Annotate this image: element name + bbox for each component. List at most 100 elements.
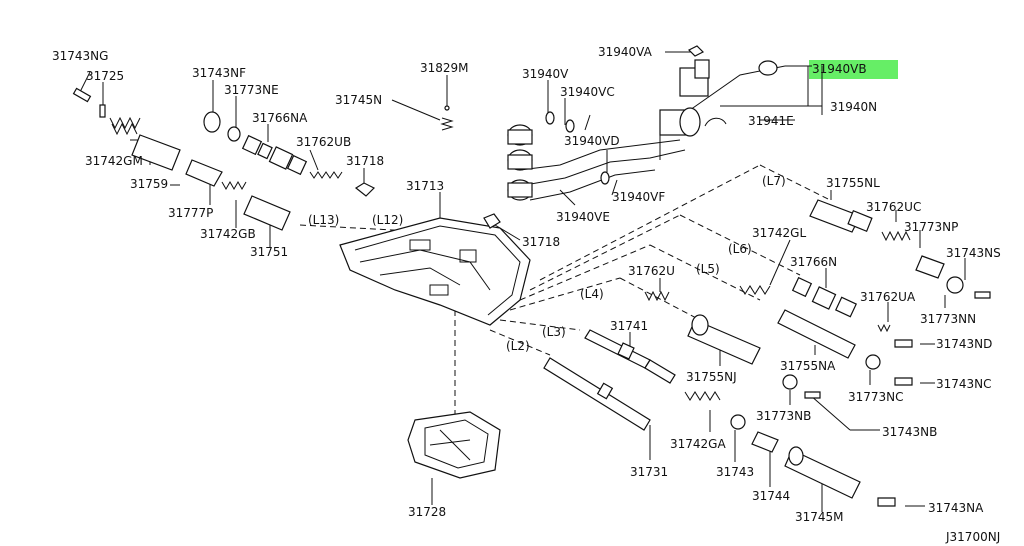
label-31743NC[interactable]: 31743NC xyxy=(936,377,992,391)
label-31743NA[interactable]: 31743NA xyxy=(928,501,984,515)
label-L13: (L13) xyxy=(308,213,339,227)
label-31829M[interactable]: 31829M xyxy=(420,61,469,75)
part-31742GL[interactable] xyxy=(739,285,771,295)
part-31755NL[interactable] xyxy=(809,199,873,233)
label-31755NL[interactable]: 31755NL xyxy=(826,176,880,190)
part-31773NC[interactable] xyxy=(865,354,881,370)
part-31743NC[interactable] xyxy=(894,377,913,386)
part-31743NS[interactable] xyxy=(974,291,991,299)
part-31718-lower[interactable] xyxy=(483,213,501,229)
label-31766N[interactable]: 31766N xyxy=(790,255,837,269)
label-31743NF[interactable]: 31743NF xyxy=(192,66,246,80)
label-31742GB[interactable]: 31742GB xyxy=(200,227,256,241)
part-31742GA[interactable] xyxy=(684,391,721,401)
part-31762U[interactable] xyxy=(644,290,670,302)
label-31762UB[interactable]: 31762UB xyxy=(296,135,351,149)
label-31728[interactable]: 31728 xyxy=(408,505,446,519)
label-31940VE[interactable]: 31940VE xyxy=(556,210,610,224)
label-31741[interactable]: 31741 xyxy=(610,319,648,333)
label-31766NA[interactable]: 31766NA xyxy=(252,111,308,125)
label-31777P[interactable]: 31777P xyxy=(168,206,213,220)
label-31718-upper[interactable]: 31718 xyxy=(346,154,384,168)
part-31755NA[interactable] xyxy=(777,309,856,359)
part-31745M[interactable] xyxy=(784,446,861,499)
part-31759[interactable] xyxy=(131,134,181,171)
part-31940VF-oring[interactable] xyxy=(600,171,610,185)
part-31741[interactable] xyxy=(584,329,676,384)
label-31773NC[interactable]: 31773NC xyxy=(848,390,904,404)
label-31755NA[interactable]: 31755NA xyxy=(780,359,836,373)
label-31773NB[interactable]: 31773NB xyxy=(756,409,811,423)
label-31745M[interactable]: 31745M xyxy=(795,510,844,524)
part-31940VB[interactable] xyxy=(758,60,778,76)
part-31743NF[interactable] xyxy=(203,111,221,133)
part-31755NJ[interactable] xyxy=(687,314,761,365)
label-31940VA[interactable]: 31940VA xyxy=(598,45,653,59)
label-31742GL[interactable]: 31742GL xyxy=(752,226,806,240)
label-31941E[interactable]: 31941E xyxy=(748,114,794,128)
part-31743NB[interactable] xyxy=(804,391,821,399)
part-31744[interactable] xyxy=(751,431,779,453)
label-31725[interactable]: 31725 xyxy=(86,69,124,83)
label-31744[interactable]: 31744 xyxy=(752,489,790,503)
label-31718-lower[interactable]: 31718 xyxy=(522,235,560,249)
part-31766N[interactable] xyxy=(791,276,858,318)
label-31743ND[interactable]: 31743ND xyxy=(936,337,992,351)
part-31745N[interactable] xyxy=(440,117,454,131)
label-31773NE[interactable]: 31773NE xyxy=(224,83,279,97)
label-31759[interactable]: 31759 xyxy=(130,177,168,191)
label-31762U[interactable]: 31762U xyxy=(628,264,675,278)
label-31940VC[interactable]: 31940VC xyxy=(560,85,615,99)
label-31743NS[interactable]: 31743NS xyxy=(946,246,1001,260)
part-31940V-solenoids[interactable] xyxy=(507,124,533,201)
part-31743NG[interactable] xyxy=(72,87,92,103)
part-31751[interactable] xyxy=(243,195,291,231)
label-31745N[interactable]: 31745N xyxy=(335,93,382,107)
part-31762UB[interactable] xyxy=(309,171,343,179)
label-31713[interactable]: 31713 xyxy=(406,179,444,193)
label-31773NP[interactable]: 31773NP xyxy=(904,220,958,234)
part-31941E[interactable] xyxy=(704,117,727,127)
part-31743ND[interactable] xyxy=(894,339,913,348)
part-31773NB[interactable] xyxy=(782,374,798,390)
part-31773NP[interactable] xyxy=(915,255,945,279)
part-31762UC[interactable] xyxy=(881,230,911,242)
part-31743NA[interactable] xyxy=(877,497,896,507)
part-31777P[interactable] xyxy=(185,159,223,187)
part-31728-gasket[interactable] xyxy=(407,411,501,479)
part-31940N[interactable] xyxy=(659,59,710,160)
part-31940VA[interactable] xyxy=(687,45,705,57)
label-31762UA[interactable]: 31762UA xyxy=(860,290,916,304)
label-31742GA[interactable]: 31742GA xyxy=(670,437,726,451)
part-31743-plug[interactable] xyxy=(730,414,746,430)
label-31743NG[interactable]: 31743NG xyxy=(52,49,108,63)
label-31755NJ[interactable]: 31755NJ xyxy=(686,370,737,384)
label-L3: (L3) xyxy=(542,325,566,339)
part-31766NA[interactable] xyxy=(241,134,308,176)
label-31940VB[interactable]: 31940VB xyxy=(812,62,867,76)
label-31773NN[interactable]: 31773NN xyxy=(920,312,976,326)
part-31940VC-oring[interactable] xyxy=(545,111,555,125)
label-L5: (L5) xyxy=(696,262,720,276)
part-31762UA[interactable] xyxy=(877,323,891,333)
label-31940VD[interactable]: 31940VD xyxy=(564,134,620,148)
part-31940VD-oring[interactable] xyxy=(565,119,575,133)
label-31940V[interactable]: 31940V xyxy=(522,67,569,81)
part-31742GB[interactable] xyxy=(221,180,247,191)
part-31718-upper[interactable] xyxy=(354,182,376,197)
part-31773NN[interactable] xyxy=(946,276,964,294)
label-31743[interactable]: 31743 xyxy=(716,465,754,479)
label-31742GM[interactable]: 31742GM xyxy=(85,154,143,168)
part-31773NE[interactable] xyxy=(227,126,241,142)
part-31713-valve-body[interactable] xyxy=(339,217,531,326)
part-31725[interactable] xyxy=(99,104,106,118)
label-31762UC[interactable]: 31762UC xyxy=(866,200,921,214)
part-31742GM[interactable] xyxy=(109,116,141,136)
label-31751[interactable]: 31751 xyxy=(250,245,288,259)
label-31743NB[interactable]: 31743NB xyxy=(882,425,937,439)
part-31731[interactable] xyxy=(543,357,651,431)
part-31829M[interactable] xyxy=(444,105,450,111)
label-31940VF[interactable]: 31940VF xyxy=(612,190,665,204)
label-31940N[interactable]: 31940N xyxy=(830,100,877,114)
label-31731[interactable]: 31731 xyxy=(630,465,668,479)
